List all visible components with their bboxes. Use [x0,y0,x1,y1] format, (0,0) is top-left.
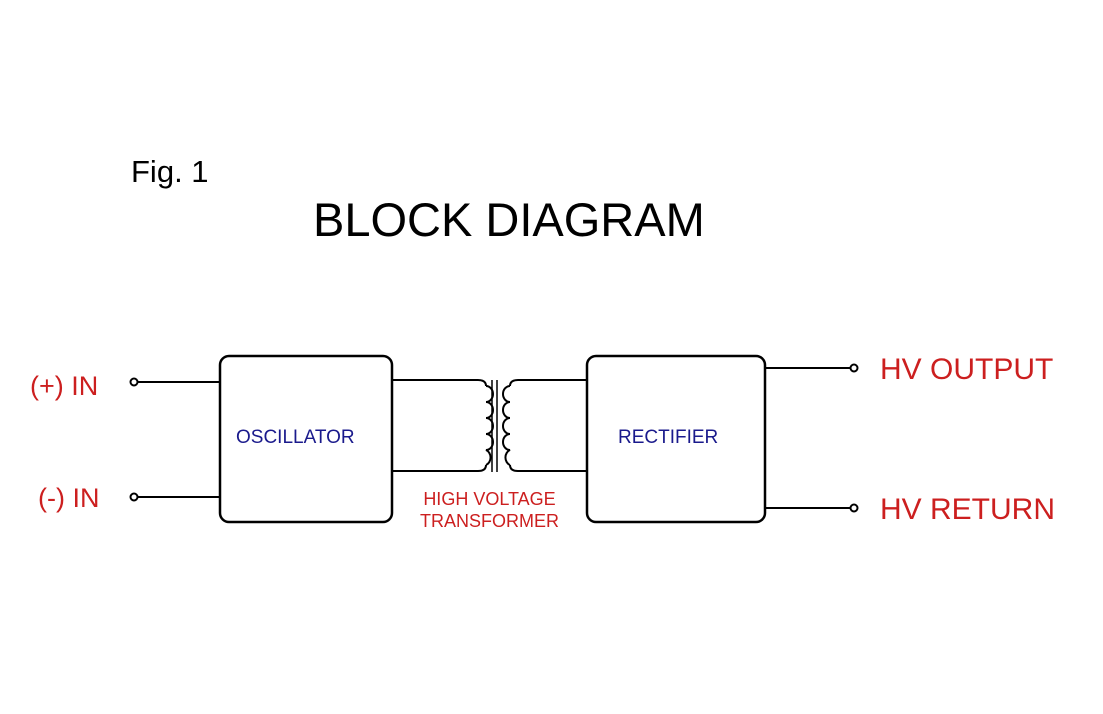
input-terminal-positive [129,377,139,387]
oscillator-label: OSCILLATOR [236,427,355,448]
positive-input-label: (+) IN [30,371,99,401]
secondary-coil [502,385,511,466]
hv-output-label: HV OUTPUT [880,353,1054,386]
output-terminal-hv [849,363,859,373]
transformer-label-line1: HIGH VOLTAGE [423,489,556,509]
rectifier-block [585,354,767,524]
diagram-title: BLOCK DIAGRAM [313,193,705,246]
figure-label: Fig. 1 [131,154,209,189]
wire-osc-primary-top [392,379,487,387]
transformer-label: HIGH VOLTAGE TRANSFORMER [420,489,559,532]
output-terminal-return [849,503,859,513]
input-terminal-negative [129,492,139,502]
wire-secondary-rect-top [509,379,587,387]
wire-secondary-rect-bottom [509,464,587,472]
hv-return-label: HV RETURN [880,493,1056,526]
wire-osc-primary-bottom [392,464,487,472]
rectifier-label: RECTIFIER [618,427,719,448]
oscillator-block [218,354,394,524]
negative-input-label: (-) IN [38,483,100,513]
transformer-label-line2: TRANSFORMER [420,510,559,531]
